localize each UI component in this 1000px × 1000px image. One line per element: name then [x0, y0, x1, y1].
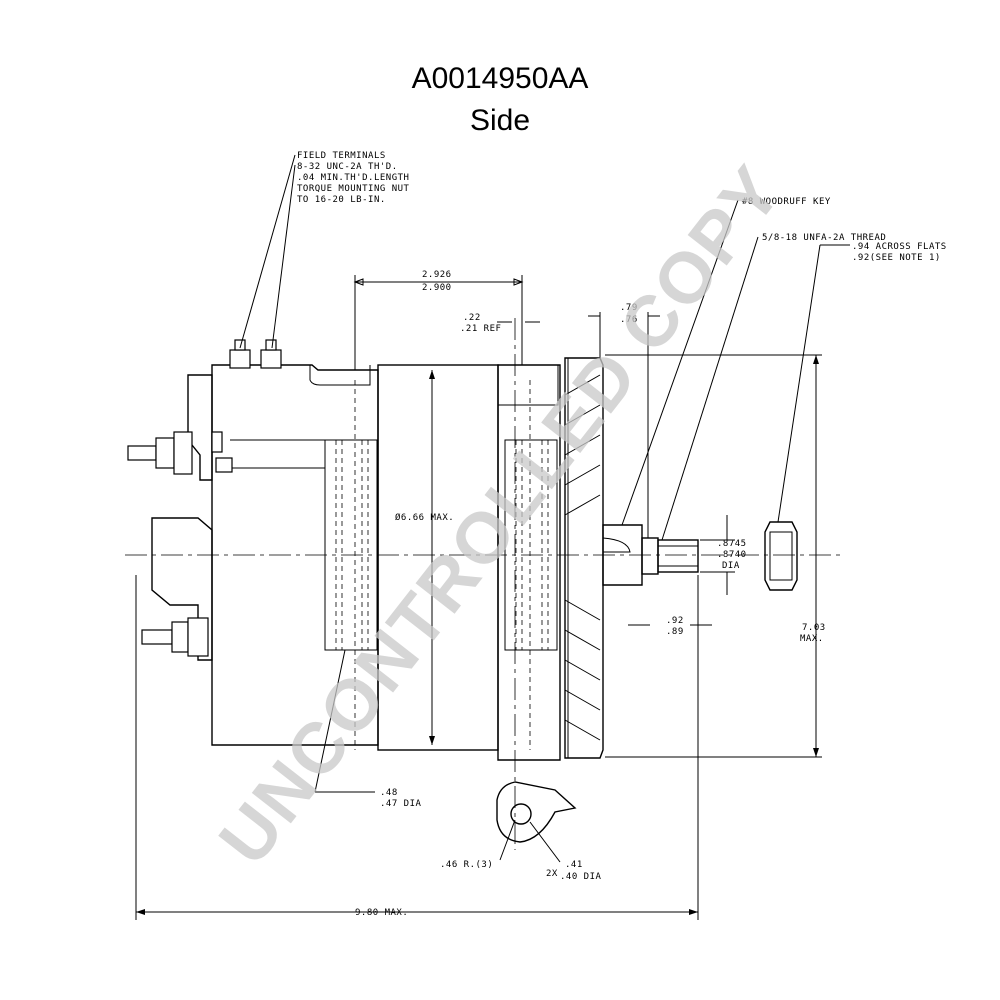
- slot-dia-lower: .40 DIA: [560, 872, 602, 882]
- dim-2926-lower: 2.900: [422, 283, 452, 293]
- height-max-2: MAX.: [800, 634, 824, 644]
- field-terminals-note-4: TORQUE MOUNTING NUT: [297, 184, 410, 194]
- slot-detail: [496, 781, 577, 863]
- height-max-1: 7.03: [802, 623, 826, 633]
- shaft-dia-1: .8745: [717, 539, 747, 549]
- view-title: Side: [470, 104, 530, 137]
- slot-dia-2x: 2X: [546, 869, 558, 879]
- dimension-lines: [135, 154, 850, 920]
- dim-22-upper: .22: [463, 313, 481, 323]
- hole-dia-lower: .47 DIA: [380, 799, 422, 809]
- dim-79-upper: .79: [620, 303, 638, 313]
- dim-79-lower: .76: [620, 315, 638, 325]
- thread-note: 5/8-18 UNFA-2A THREAD: [762, 233, 886, 243]
- part-number-title: A0014950AA: [412, 62, 589, 95]
- dim-92-lower: .89: [666, 627, 684, 637]
- diameter-max-label: Ø6.66 MAX.: [395, 512, 454, 523]
- field-terminals-note-1: FIELD TERMINALS: [297, 151, 386, 161]
- alternator-body: [211, 357, 643, 761]
- dim-92-upper: .92: [666, 616, 684, 626]
- rear-terminals: [127, 339, 282, 661]
- uncontrolled-copy-watermark: UNCONTROLLED COPY: [204, 151, 798, 880]
- field-terminals-note-2: 8-32 UNC-2A TH'D.: [297, 162, 398, 172]
- shaft-dia-3: DIA: [722, 561, 740, 571]
- shaft-dia-2: .8740: [717, 550, 747, 560]
- shaft-and-nut: [641, 521, 798, 591]
- field-terminals-note-5: TO 16-20 LB-IN.: [297, 195, 386, 205]
- dim-2926-upper: 2.926: [422, 270, 452, 280]
- overall-length-label: 9.80 MAX.: [355, 908, 408, 918]
- field-terminals-note-3: .04 MIN.TH'D.LENGTH: [297, 173, 409, 183]
- woodruff-key-note: #8 WOODRUFF KEY: [742, 197, 831, 207]
- across-flats-note-2: .92(SEE NOTE 1): [852, 253, 941, 263]
- radius-label: .46 R.(3): [440, 860, 493, 870]
- slot-dia-upper: .41: [565, 860, 583, 870]
- across-flats-note-1: .94 ACROSS FLATS: [852, 242, 947, 252]
- hole-dia-upper: .48: [380, 788, 398, 798]
- dim-22-lower: .21 REF: [460, 324, 501, 334]
